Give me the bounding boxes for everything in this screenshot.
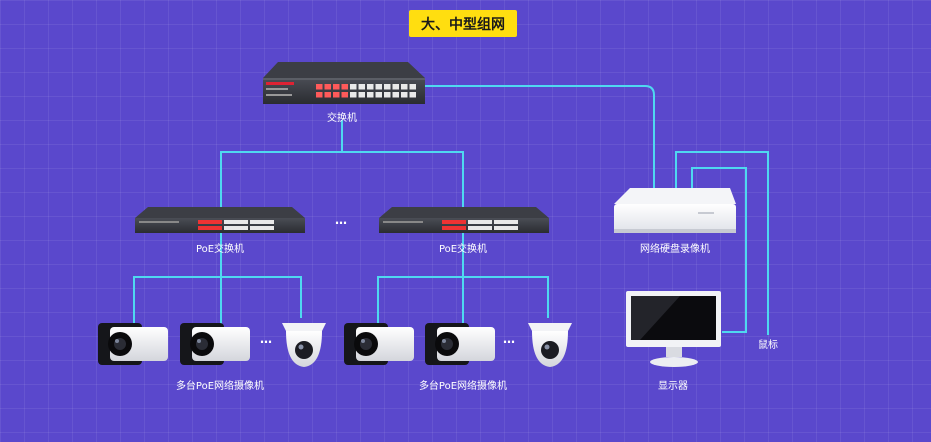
monitor-device (626, 291, 721, 367)
core-switch-port (375, 92, 382, 98)
link-nvr-to-mouse (691, 167, 747, 333)
switch-ellipsis: … (335, 213, 349, 227)
core-switch-port (350, 92, 357, 98)
core-switch-port (324, 84, 331, 90)
poe-switch-1-device (135, 207, 305, 233)
nvr-label: 网络硬盘录像机 (640, 244, 710, 255)
dome-camera-2 (528, 323, 572, 367)
bullet-camera-1 (98, 323, 168, 365)
core-switch-port (333, 92, 340, 98)
link-core-to-nvr (425, 85, 655, 192)
core-switch-port (367, 92, 374, 98)
nvr-device (614, 188, 736, 233)
core-switch-port (409, 84, 416, 90)
core-switch-port (384, 92, 391, 98)
poe-switch-2-label: PoE交换机 (438, 244, 488, 255)
mouse-label: 鼠标 (758, 340, 778, 351)
core-switch-port (333, 84, 340, 90)
dome-camera-1 (282, 323, 326, 367)
core-switch-port (341, 84, 348, 90)
core-switch-port (358, 84, 365, 90)
poe-switch-1-label: PoE交换机 (195, 244, 245, 255)
camera-group-2-label: 多台PoE网络摄像机 (418, 381, 508, 392)
core-switch-port (392, 92, 399, 98)
camera-ellipsis-2: … (503, 332, 517, 346)
bullet-camera-3 (344, 323, 414, 365)
poe-switch-2-device (379, 207, 549, 233)
core-switch-port (409, 92, 416, 98)
diagram-title: 大、中型组网 (409, 10, 517, 37)
core-switch-port (358, 92, 365, 98)
bullet-camera-4 (425, 323, 495, 365)
camera-ellipsis-1: … (260, 332, 274, 346)
core-switch-port (324, 92, 331, 98)
core-switch-port (316, 92, 323, 98)
bullet-camera-2 (180, 323, 250, 365)
link-poe1-cameras (133, 232, 302, 324)
core-switch-port (367, 84, 374, 90)
core-switch-port (384, 84, 391, 90)
core-switch-port (401, 84, 408, 90)
core-switch-port (401, 92, 408, 98)
core-switch-device (263, 62, 425, 104)
core-switch-port (392, 84, 399, 90)
connection-lines (133, 85, 769, 335)
link-core-to-poe (220, 120, 464, 214)
monitor-label: 显示器 (658, 381, 688, 392)
link-poe2-cameras (377, 232, 549, 324)
core-switch-port (375, 84, 382, 90)
core-switch-port (341, 92, 348, 98)
core-switch-port (316, 84, 323, 90)
core-switch-label: 交换机 (327, 113, 357, 124)
link-nvr-to-monitor (675, 151, 769, 335)
camera-group-1-label: 多台PoE网络摄像机 (175, 381, 265, 392)
core-switch-port (350, 84, 357, 90)
